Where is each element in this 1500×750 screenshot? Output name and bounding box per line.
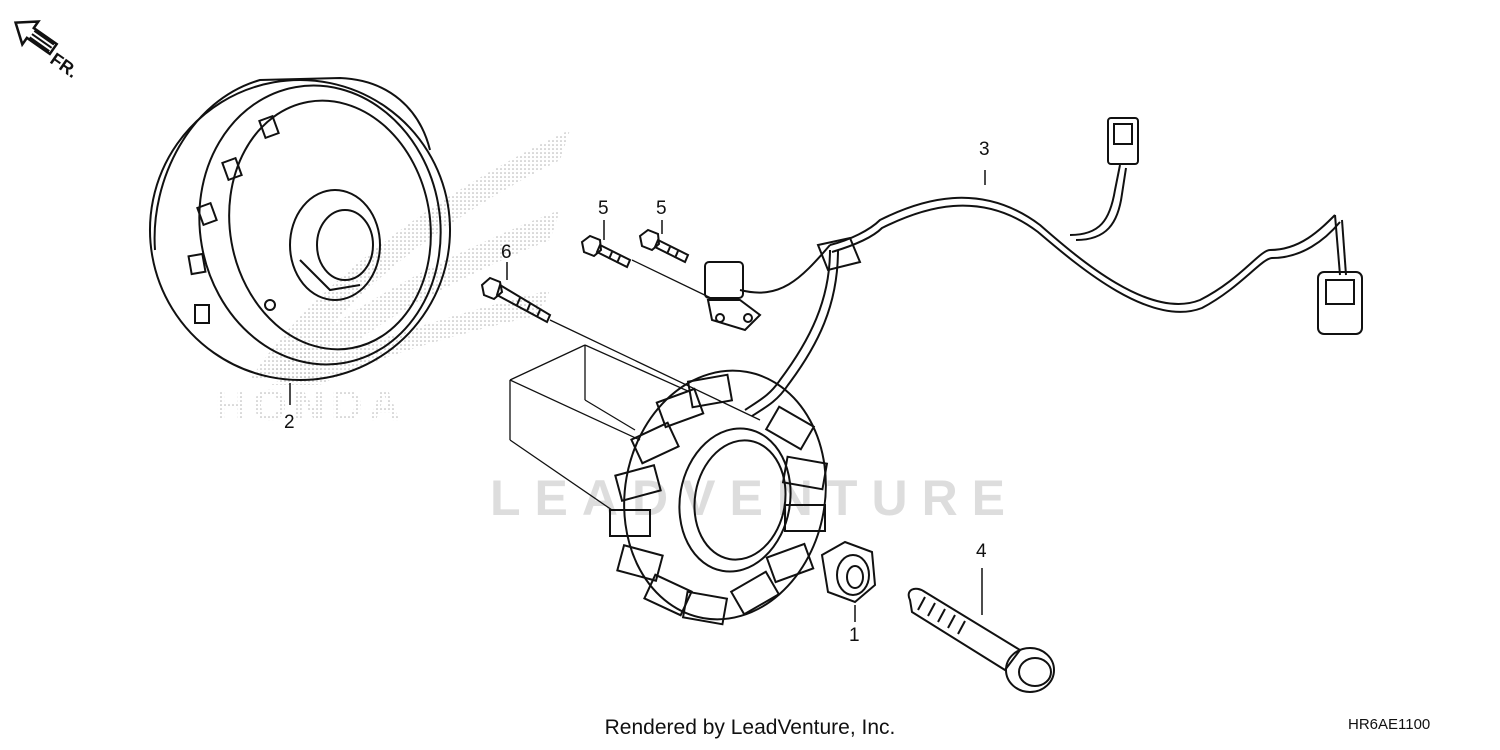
callout-5-right: 5 (656, 198, 667, 219)
flywheel (149, 76, 451, 381)
callout-5-left: 5 (598, 198, 609, 219)
wire-harness (739, 117, 1363, 417)
arrow-up-left-icon (13, 20, 59, 56)
bolt-5-right (638, 228, 690, 264)
honda-wing-text: HONDA (215, 381, 406, 430)
callout-6: 6 (501, 242, 512, 263)
callout-4: 4 (976, 541, 987, 562)
direction-indicator: FR. (13, 20, 82, 82)
bolt-6 (480, 276, 552, 324)
direction-label: FR. (47, 49, 82, 82)
leadventure-watermark: LEADVENTURE (490, 470, 1019, 526)
callout-3: 3 (979, 139, 990, 160)
bolt-4 (907, 587, 1055, 693)
callout-2: 2 (284, 412, 295, 433)
honda-wing-watermark: HONDA (215, 130, 570, 430)
leader-lines (289, 170, 986, 622)
diagram-code: HR6AE1100 (1348, 716, 1431, 733)
bolt-5-left (580, 234, 632, 269)
collar (820, 540, 877, 604)
pulse-sensor (704, 261, 762, 332)
render-credit: Rendered by LeadVenture, Inc. (604, 716, 896, 739)
callout-1: 1 (849, 625, 860, 646)
guide-lines (509, 259, 761, 511)
stator (609, 369, 829, 626)
